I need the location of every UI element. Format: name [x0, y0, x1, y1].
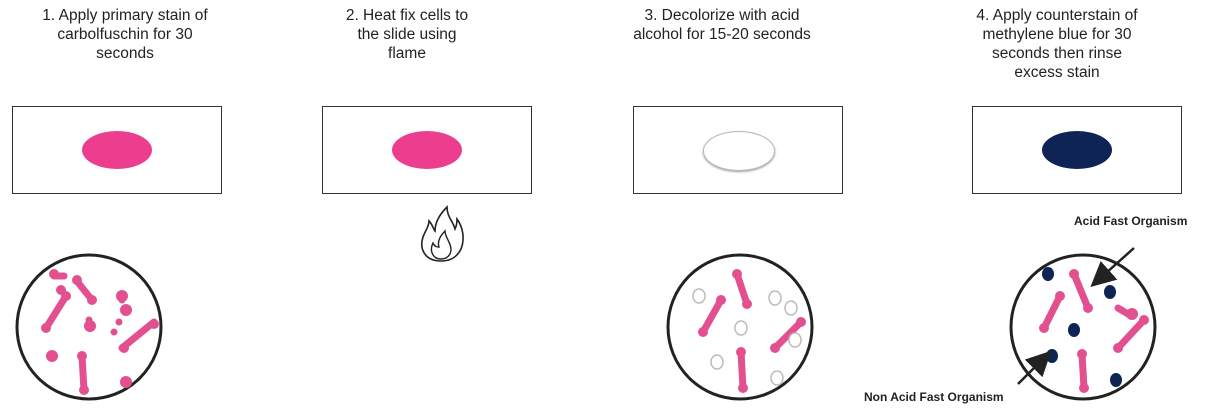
non-acid-fast-label: Non Acid Fast Organism	[864, 390, 1004, 404]
step-3: 3. Decolorize with acid alcohol for 15-2…	[625, 0, 875, 415]
step-3-smear	[703, 131, 775, 171]
non-acid-fast-arrow	[1018, 356, 1046, 384]
step-1: 1. Apply primary stain of carbolfuschin …	[0, 0, 250, 415]
flame-icon	[417, 205, 465, 263]
step-4: 4. Apply counterstain of methylene blue …	[950, 0, 1200, 415]
step-2-smear	[392, 131, 462, 169]
annotation-arrows	[950, 0, 1227, 415]
step-3-caption: 3. Decolorize with acid alcohol for 15-2…	[597, 6, 847, 44]
step-1-microscope-view	[14, 252, 164, 402]
step-3-microscope-view	[665, 252, 815, 402]
acid-fast-label: Acid Fast Organism	[1074, 214, 1187, 228]
step-2: 2. Heat fix cells to the slide using fla…	[312, 0, 562, 415]
step-2-slide	[322, 106, 532, 194]
acid-fast-arrow	[1096, 248, 1134, 282]
step-1-slide	[12, 106, 222, 194]
step-2-caption: 2. Heat fix cells to the slide using fla…	[282, 6, 532, 63]
step-3-slide	[633, 106, 843, 194]
step-1-smear	[82, 131, 152, 169]
step-1-caption: 1. Apply primary stain of carbolfuschin …	[0, 6, 250, 63]
rod	[82, 356, 84, 390]
